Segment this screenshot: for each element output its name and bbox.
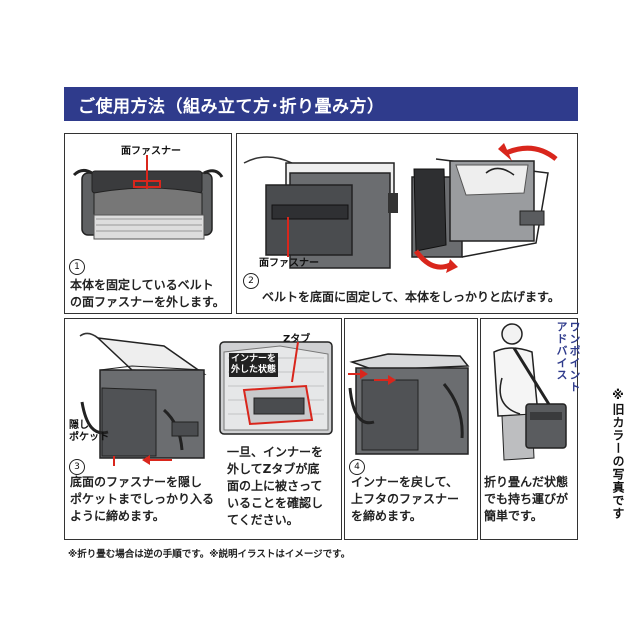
footnote: ※折り畳む場合は逆の手順です。※説明イラストはイメージです。 bbox=[68, 549, 351, 560]
detail-caption: 一旦、インナーを 外してZタブが底 面の上に被さって いることを確認し てくださ… bbox=[227, 445, 324, 527]
inner-removed-label: インナーを 外した状態 bbox=[229, 353, 279, 377]
section-title: ご使用方法（組み立て方･折り畳み方） bbox=[78, 97, 385, 117]
step-4-caption: インナーを戻して、 上フタのファスナー を締めます。 bbox=[351, 475, 460, 523]
step-3-caption: 底面のファスナーを隠し ポケットまでしっかり入る ように締めます。 bbox=[70, 475, 215, 523]
step-2-caption: ベルトを底面に固定して、本体をしっかりと広げます。 bbox=[262, 290, 560, 304]
hidden-pocket-label: 隠し ポケット bbox=[69, 420, 109, 443]
step-3-number: 3 bbox=[69, 459, 85, 475]
ztab-label: Zタブ bbox=[283, 334, 311, 345]
step-5-caption: 折り畳んだ状態 でも持ち運びが 簡単です。 bbox=[484, 475, 569, 523]
step-3-illustration bbox=[79, 332, 207, 466]
step-5-illustration bbox=[493, 323, 567, 461]
step-4-number: 4 bbox=[349, 459, 365, 475]
side-note-old-color: ※旧カラーの写真です bbox=[611, 388, 625, 520]
step-2-label: 面ファスナー bbox=[259, 258, 319, 269]
step-2-number: 2 bbox=[243, 273, 259, 289]
one-point-advice-label: ワンポイント アドバイス bbox=[555, 321, 581, 393]
step-1-number: 1 bbox=[69, 259, 85, 275]
step-1-label: 面ファスナー bbox=[121, 146, 181, 157]
section-header-bar bbox=[64, 87, 578, 121]
step-4-illustration bbox=[348, 353, 470, 455]
step-1-illustration bbox=[72, 155, 224, 240]
step-1-caption: 本体を固定しているベルト の面ファスナーを外します。 bbox=[70, 278, 225, 309]
step-2-illustration bbox=[243, 143, 558, 273]
